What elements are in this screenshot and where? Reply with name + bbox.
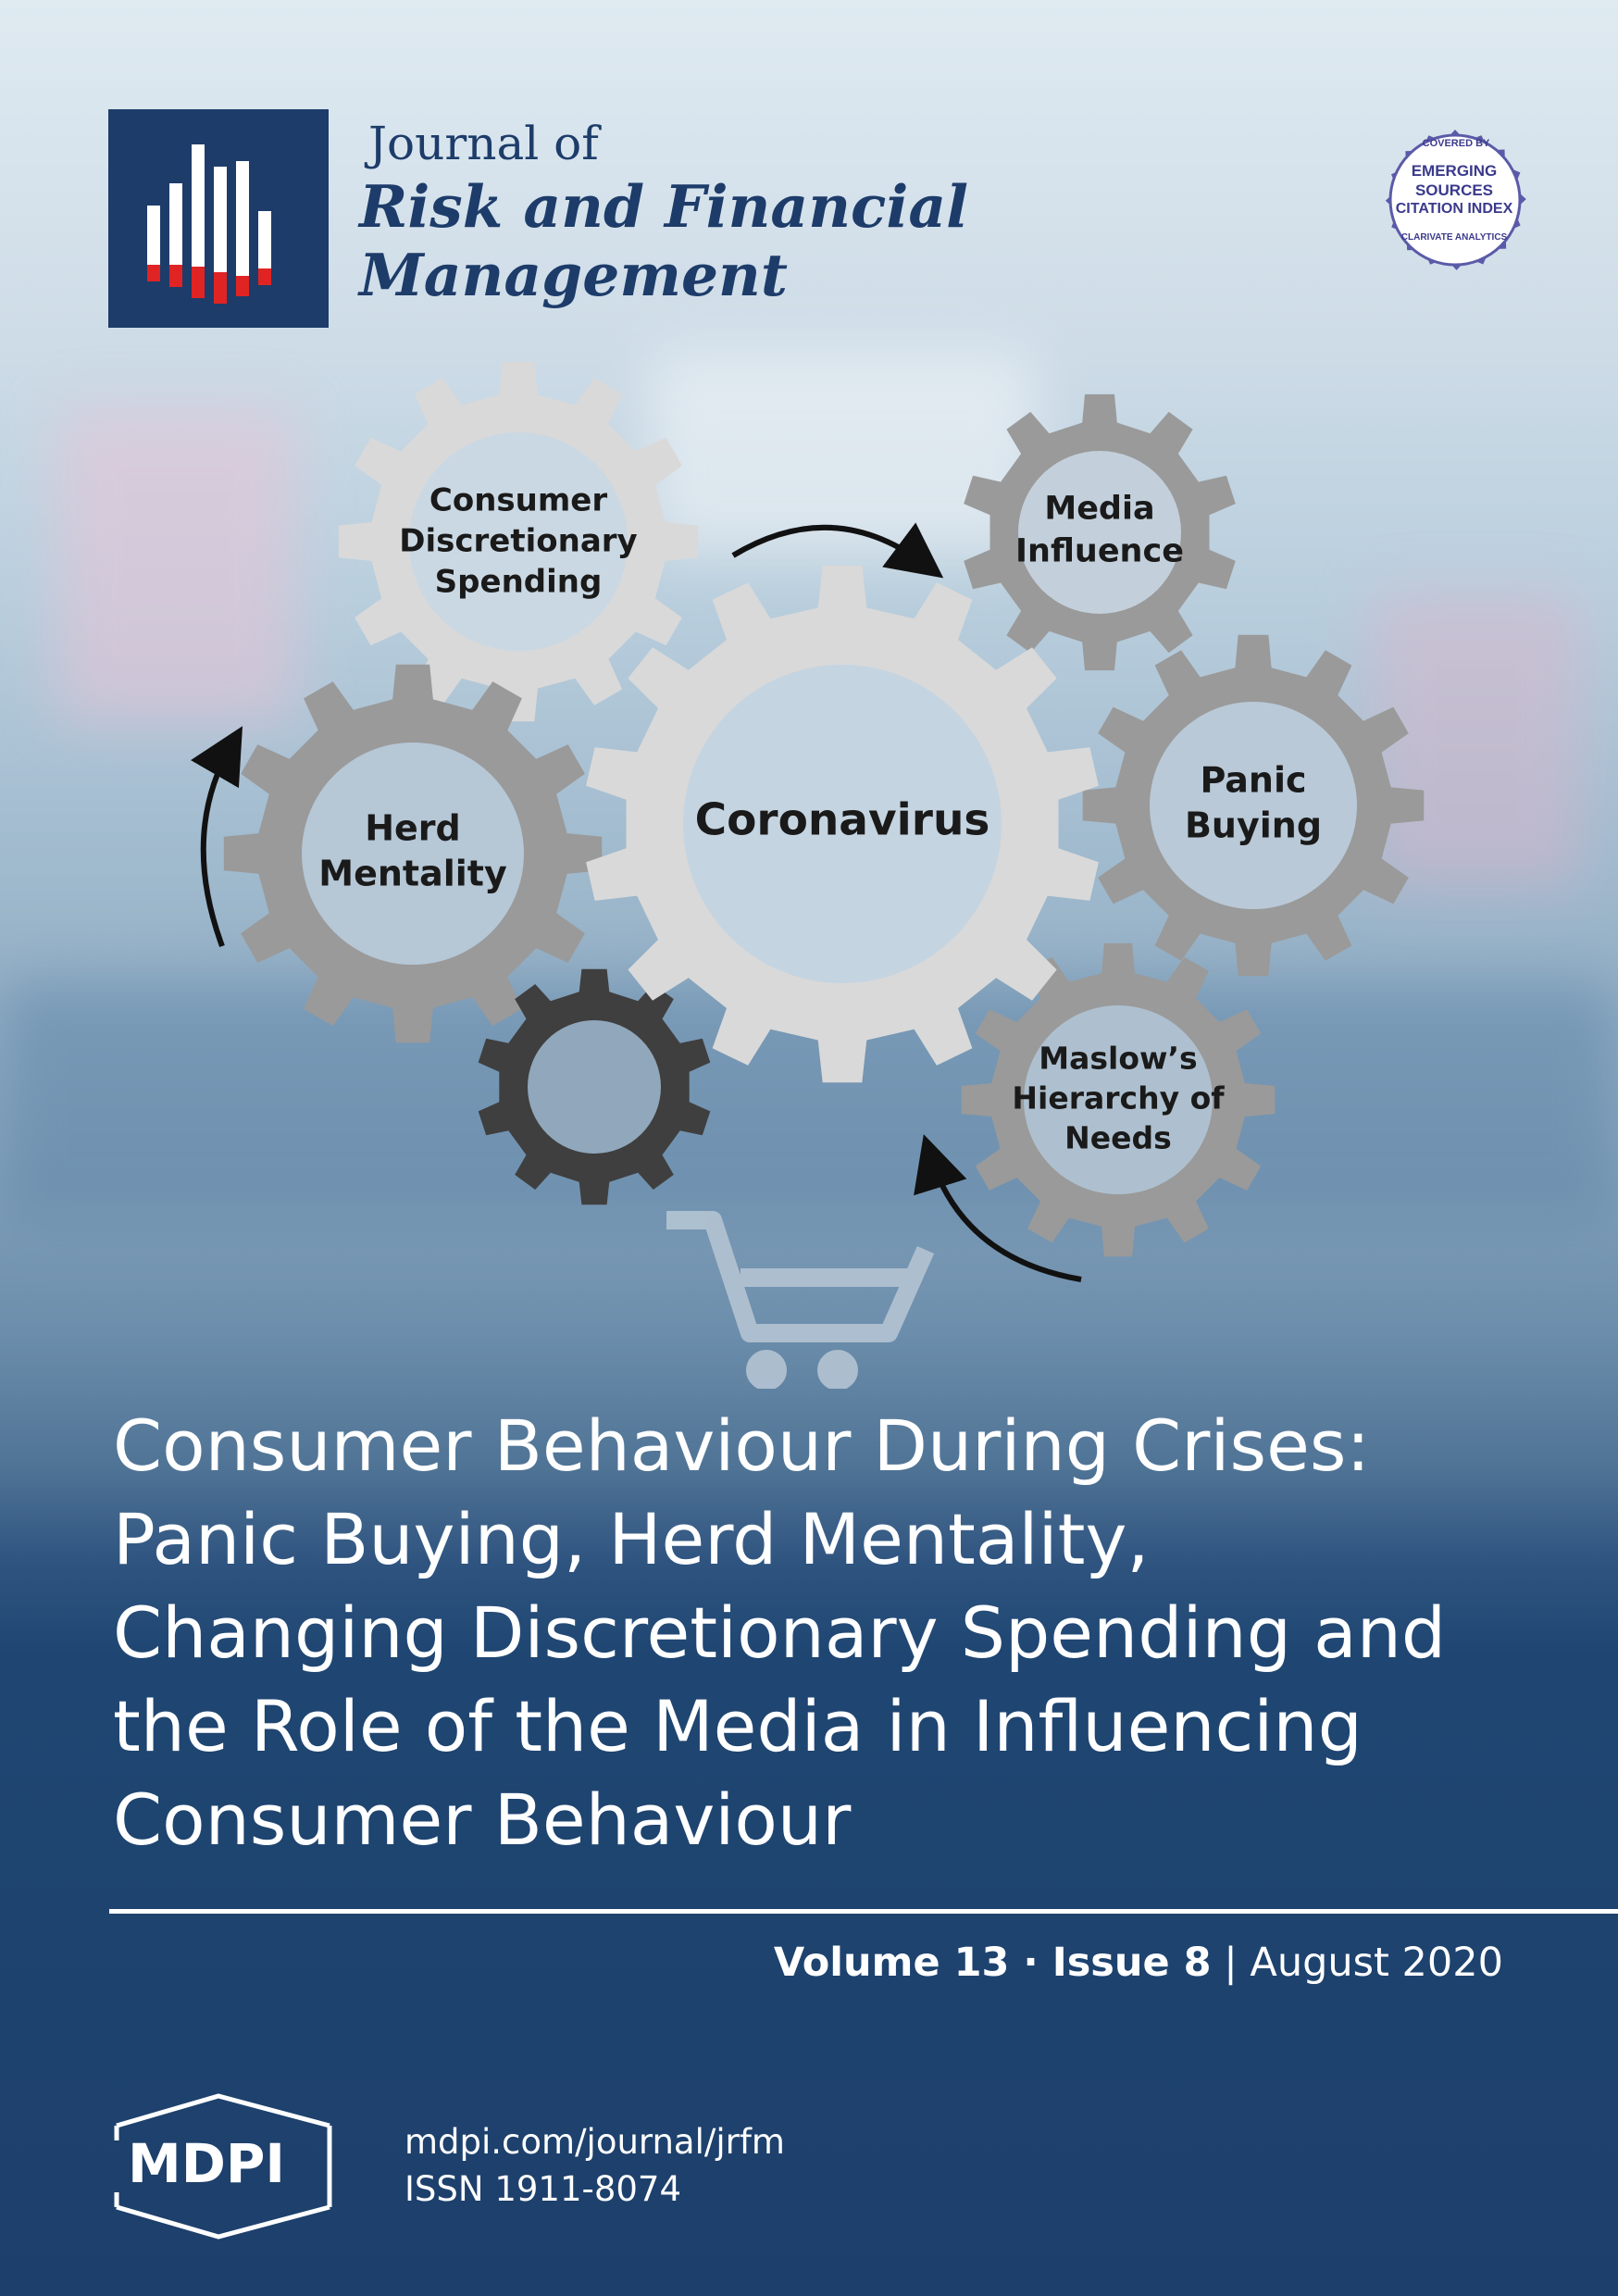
consumer-line: Consumer [429, 481, 608, 519]
mdpi-logo-text: MDPI [128, 2132, 285, 2195]
background-light [648, 352, 1037, 555]
herd-line: Mentality [318, 854, 507, 894]
journal-logo [108, 109, 329, 328]
badge-line2: SOURCES [1414, 181, 1494, 199]
gear-label-consumer: Consumer Discretionary Spending [399, 480, 637, 604]
herd-line: Herd [365, 807, 461, 849]
gear-herd [223, 664, 603, 1043]
logo-bar [258, 211, 271, 285]
issn: ISSN 1911-8074 [404, 2169, 681, 2209]
gear-media [964, 393, 1236, 671]
journal-name-line2: Risk and Financial [359, 172, 969, 241]
gear-dark [478, 968, 711, 1205]
gear-coronavirus [586, 565, 1099, 1083]
issue-number: Issue 8 [1052, 1940, 1212, 1986]
badge-line3: CITATION INDEX [1395, 201, 1513, 217]
consumer-line: Spending [434, 564, 603, 602]
mdpi-logo [114, 2093, 332, 2240]
badge-line1: EMERGING [1411, 162, 1498, 180]
logo-bar [214, 167, 227, 304]
gears-diagram [191, 361, 1425, 1389]
journal-name-line1: Journal of [368, 117, 599, 170]
issue-separator: · [1009, 1940, 1052, 1986]
arrow-to-maslow [914, 1134, 1082, 1282]
issue-date: August 2020 [1250, 1940, 1503, 1986]
media-line: Media [1044, 490, 1155, 528]
divider-rule [109, 1909, 1618, 1914]
article-title-line: Consumer Behaviour [113, 1778, 852, 1861]
gear-label-maslow: Maslow’s Hierarchy of Needs [1012, 1040, 1224, 1159]
gear-panic [1082, 634, 1425, 977]
panic-line: Buying [1184, 805, 1323, 846]
arrow-consumer-to-media [731, 522, 944, 579]
maslow-line: Hierarchy of [1012, 1079, 1225, 1117]
gear-label-media: Media Influence [1015, 489, 1184, 573]
article-title-line: Changing Discretionary Spending and [113, 1591, 1447, 1674]
volume-number: Volume 13 [773, 1940, 1010, 1986]
badge-covered-by: COVERED BY [1422, 138, 1490, 149]
panic-line: Panic [1200, 759, 1307, 801]
logo-bar [147, 206, 160, 281]
article-title-line: Consumer Behaviour During Crises: [113, 1404, 1371, 1487]
journal-url[interactable]: mdpi.com/journal/jrfm [404, 2122, 785, 2162]
gear-maslow [961, 942, 1276, 1257]
article-title-line: the Role of the Media in Influencing [113, 1685, 1363, 1767]
badge-clarivate: CLARIVATE ANALYTICS [1400, 232, 1508, 243]
gear-label-center: Coronavirus [694, 794, 990, 846]
shopping-cart-icon [666, 1211, 935, 1389]
arrow-herd-to-consumer [191, 726, 243, 948]
background-shelf-left [56, 407, 296, 722]
journal-name-line3: Management [359, 241, 788, 309]
esci-badge [1385, 130, 1526, 270]
logo-bar [236, 161, 249, 296]
maslow-line: Needs [1064, 1119, 1172, 1156]
article-title-line: Panic Buying, Herd Mentality, [113, 1498, 1150, 1580]
gear-label-panic: Panic Buying [1185, 758, 1322, 850]
issue-info: Volume 13 · Issue 8 | August 2020 [774, 1943, 1503, 1983]
gear-consumer [338, 361, 699, 722]
consumer-line: Discretionary [399, 522, 638, 560]
background-shelf-right [1370, 593, 1583, 889]
media-line: Influence [1015, 532, 1184, 569]
maslow-line: Maslow’s [1039, 1040, 1198, 1077]
logo-bar [169, 183, 182, 287]
issue-divider: | [1211, 1940, 1251, 1986]
logo-bar [192, 144, 205, 298]
gear-label-herd: Herd Mentality [318, 806, 506, 898]
